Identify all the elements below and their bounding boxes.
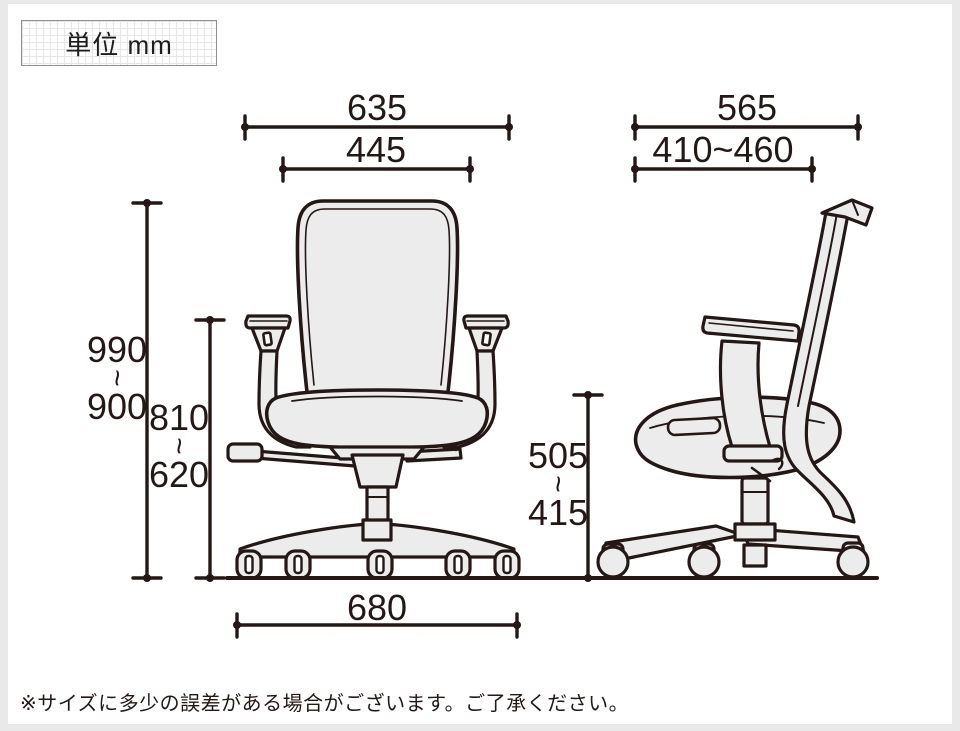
dim-base-width-label: 680	[346, 587, 408, 628]
size-disclaimer-note: ※サイズに多少の誤差がある場合がございます。ご了承ください。	[20, 693, 630, 715]
dim-backrest-width-label: 445	[345, 129, 407, 170]
dim-seat-height-min: 415	[527, 492, 589, 533]
unit-box: 単位 mm	[21, 20, 217, 66]
tilde-glyph: ~	[162, 437, 196, 455]
dim-seat-depth-label: 410~460	[652, 129, 794, 170]
tilde-glyph: ~	[541, 475, 575, 493]
diagram-canvas	[8, 4, 952, 724]
dim-overall-width-label: 635	[346, 87, 408, 128]
dim-overall-height-min: 900	[86, 386, 148, 427]
unit-label: 単位 mm	[65, 29, 173, 60]
dim-seat-height-label: 505 ~ 415	[527, 435, 589, 533]
dim-seat-height-max: 505	[527, 435, 589, 476]
dim-overall-height-max: 990	[86, 329, 148, 370]
dim-overall-depth-label: 565	[716, 87, 778, 128]
dim-armrest-height-max: 810	[148, 397, 210, 438]
tilde-glyph: ~	[100, 369, 134, 387]
dim-armrest-height-label: 810 ~ 620	[148, 397, 210, 495]
dim-overall-height-label: 990 ~ 900	[86, 329, 148, 427]
dim-armrest-height-min: 620	[148, 454, 210, 495]
